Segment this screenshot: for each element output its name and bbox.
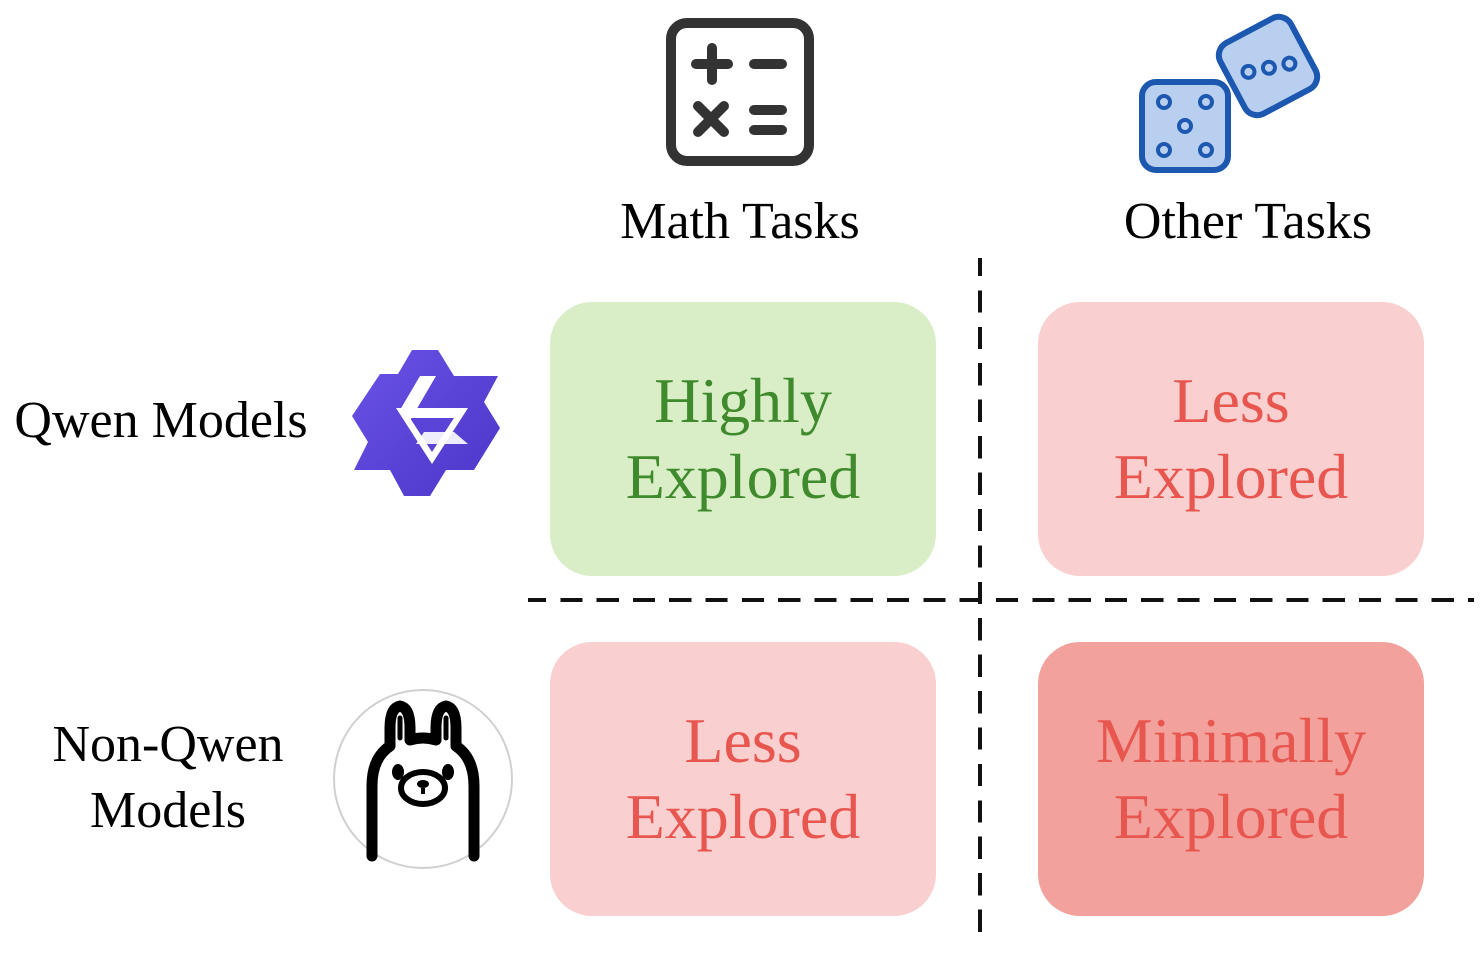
column-header-math: Math Tasks [620,193,860,250]
row-label-non-qwen-line-2: Models [90,782,246,839]
row-label-non-qwen-line-1: Non-Qwen [52,716,284,773]
cell-qwen-other: Less Explored [1038,302,1424,576]
cell-text-line: Explored [625,781,861,852]
llama-logo-icon [332,688,514,870]
cell-text-line: Explored [1113,441,1349,512]
cell-text-line: Explored [625,441,861,512]
cell-qwen-math: Highly Explored [550,302,936,576]
horizontal-divider [528,598,1474,602]
cell-non-qwen-math: Less Explored [550,642,936,916]
column-header-other: Other Tasks [1123,193,1373,250]
cell-text-line: Minimally [1095,705,1367,776]
cell-text-line: Explored [1113,781,1349,852]
row-label-non-qwen: Non-Qwen Models [10,712,326,844]
row-label-qwen-line-1: Qwen Models [14,392,308,449]
cell-text-line: Less [1172,365,1290,436]
cell-non-qwen-other: Minimally Explored [1038,642,1424,916]
qwen-logo-icon [350,346,502,498]
row-label-qwen: Qwen Models [0,388,322,454]
cell-text-line: Less [684,705,802,776]
calculator-icon [666,18,814,166]
dice-icon [1136,6,1332,176]
cell-text-line: Highly [654,365,832,436]
